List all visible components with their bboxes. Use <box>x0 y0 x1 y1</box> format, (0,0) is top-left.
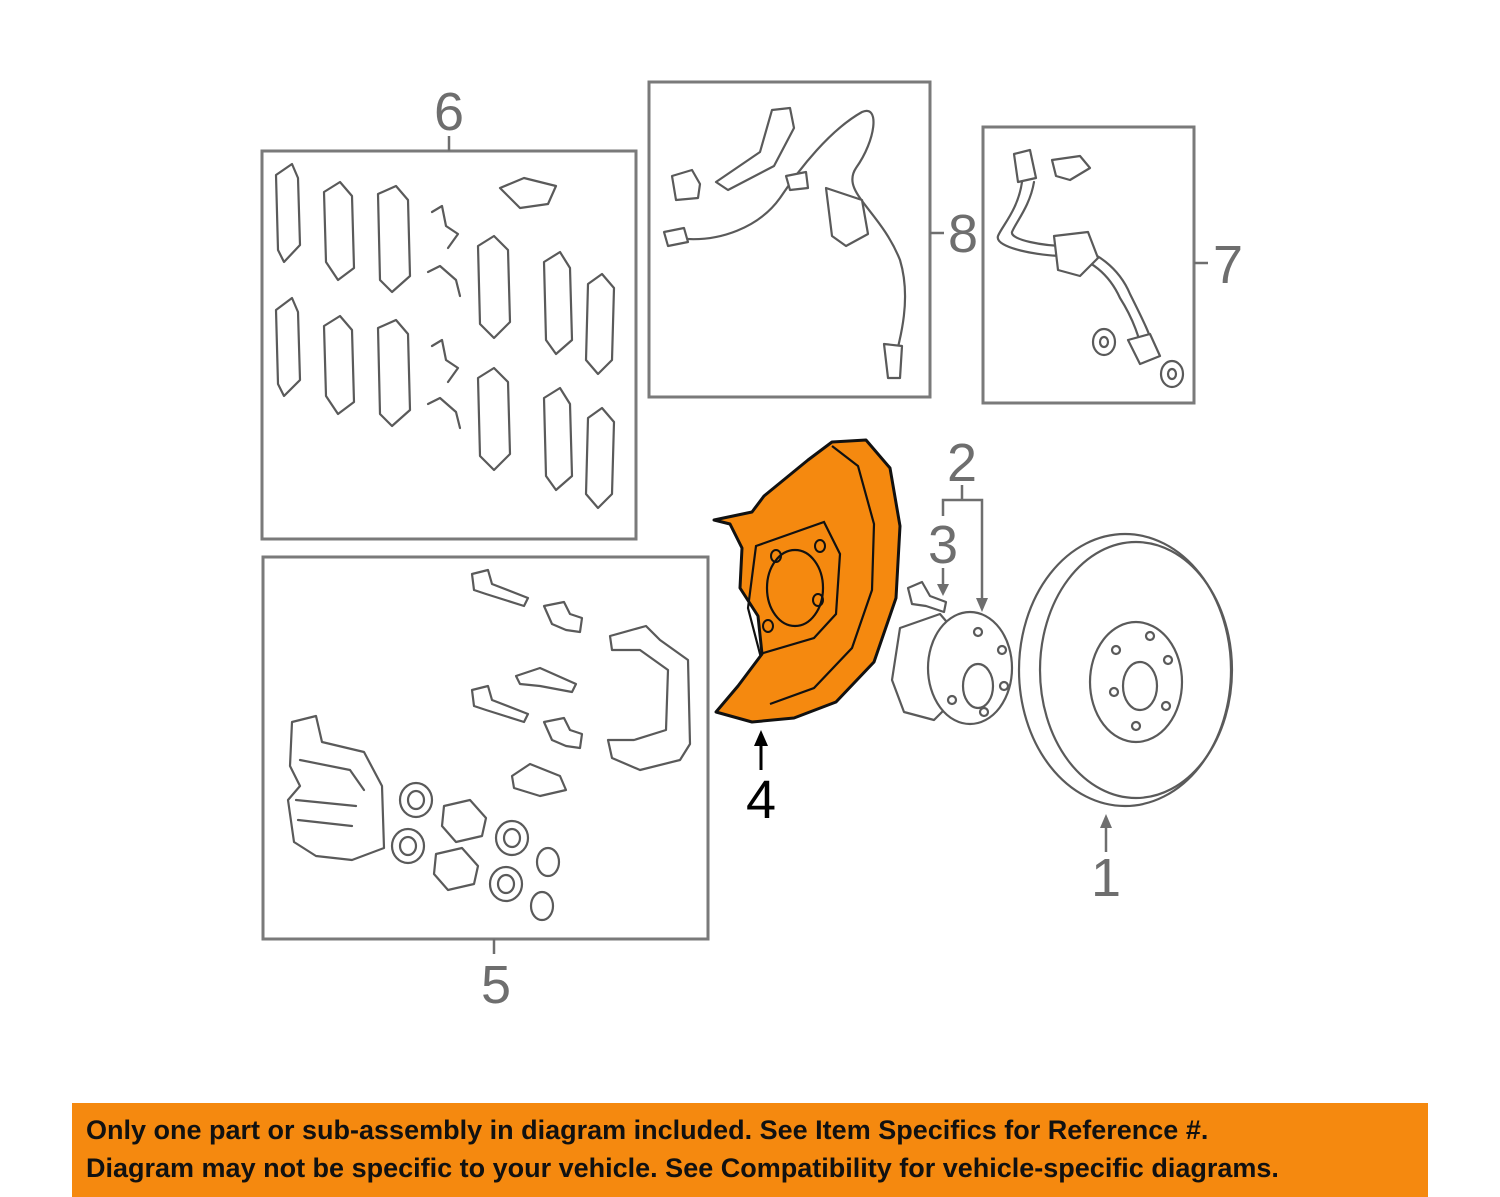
rotor-hat <box>1088 620 1184 744</box>
rotor-center <box>1121 660 1159 712</box>
shim-4 <box>584 272 616 376</box>
hub-stud-5 <box>946 694 958 706</box>
pad-4 <box>476 366 512 472</box>
rotor-hole-3 <box>1160 700 1172 712</box>
caliper-clip-1 <box>514 666 578 694</box>
part-3-arrow <box>937 584 949 596</box>
wire-plug <box>662 226 690 248</box>
group-5-frame <box>261 555 710 941</box>
sensor-bracket <box>714 106 796 192</box>
rotor-hole-1 <box>1144 630 1156 642</box>
shim-3 <box>542 250 574 356</box>
sensor-tip <box>882 342 904 380</box>
dust-shield-bolt-hole-4 <box>812 593 824 607</box>
seal-4-inner <box>496 873 516 895</box>
caliper-bracket <box>606 624 692 772</box>
pad-2 <box>476 234 512 340</box>
wear-tag <box>498 176 558 210</box>
shim-6 <box>322 314 356 416</box>
callout-2: 2 <box>947 433 977 493</box>
hub-stud-1 <box>972 626 984 638</box>
shim-2 <box>322 180 356 282</box>
callout-5: 5 <box>481 955 511 1015</box>
part-2-hub-bearing[interactable] <box>890 485 1014 726</box>
hub-center <box>961 662 995 710</box>
pad-1 <box>376 184 412 294</box>
washer-2-hole <box>1166 367 1178 381</box>
shim-1 <box>274 162 302 264</box>
dust-shield-hub-hole <box>765 548 825 628</box>
shim-5 <box>274 296 302 398</box>
seal-3-inner <box>502 827 522 849</box>
hub-stud-3 <box>998 680 1010 692</box>
hose-bracket <box>1050 154 1092 182</box>
clip-2 <box>426 264 462 298</box>
disclaimer-line-2: Diagram may not be specific to your vehi… <box>86 1153 1279 1183</box>
boot-1 <box>542 600 584 634</box>
callout-4: 4 <box>746 770 776 830</box>
seal-2-inner <box>398 835 418 857</box>
rotor-face <box>1038 540 1234 800</box>
rotor-hole-6 <box>1110 644 1122 656</box>
group-6-brake-pads[interactable] <box>260 136 638 541</box>
clip-1 <box>430 204 460 250</box>
callout-7: 7 <box>1213 235 1243 295</box>
part-4-dust-shield[interactable] <box>712 438 902 770</box>
washer-1-hole <box>1098 335 1110 349</box>
hose-fitting-top <box>1012 148 1038 184</box>
group-5-caliper[interactable] <box>261 555 710 954</box>
sensor-wire <box>674 109 907 372</box>
part-1-arrow <box>1100 814 1112 828</box>
hub-stud-4 <box>978 706 990 718</box>
o-ring-2 <box>529 890 555 922</box>
seal-1-inner <box>406 789 426 811</box>
part-1-rotor[interactable] <box>1017 532 1234 852</box>
dust-shield-flange <box>769 445 876 706</box>
connector <box>670 168 702 202</box>
banjo-bolt <box>1126 332 1162 366</box>
group-6-frame <box>260 149 638 541</box>
dust-shield-bolt-hole-2 <box>814 539 826 553</box>
rotor-hole-2 <box>1162 654 1174 666</box>
dust-shield-bolt-hole-1 <box>770 549 782 563</box>
hub-stud-2 <box>996 644 1008 656</box>
group-7-frame <box>981 125 1196 405</box>
o-ring-1 <box>535 846 561 878</box>
callout-3: 3 <box>928 515 958 575</box>
disclaimer-line-1: Only one part or sub-assembly in diagram… <box>86 1115 1209 1145</box>
sensor-head <box>824 186 870 248</box>
rotor-hole-4 <box>1130 720 1142 732</box>
part-3-hub-bolt[interactable] <box>906 568 949 614</box>
grommet <box>784 170 810 192</box>
callout-6: 6 <box>434 82 464 142</box>
dust-shield-bolt-hole-3 <box>762 619 774 633</box>
shim-7 <box>542 386 574 492</box>
piston-1 <box>440 798 488 844</box>
group-8-speed-sensor[interactable] <box>647 80 944 399</box>
caliper-body <box>286 714 386 862</box>
guide-pin-2 <box>470 684 530 724</box>
piston-2 <box>432 846 480 892</box>
boot-2 <box>542 716 584 750</box>
callout-8: 8 <box>948 204 978 264</box>
dust-shield-mount <box>746 520 842 656</box>
callout-1: 1 <box>1091 848 1121 908</box>
guide-pin-1 <box>470 568 530 608</box>
part-2-arrow <box>976 598 988 612</box>
group-7-brake-hose[interactable] <box>981 125 1208 405</box>
caliper-detail <box>294 758 366 828</box>
hose-clamp <box>1052 230 1100 278</box>
hub-bolt <box>906 580 948 614</box>
disclaimer-banner: Only one part or sub-assembly in diagram… <box>72 1103 1428 1197</box>
caliper-clip-2 <box>510 762 568 798</box>
clip-3 <box>430 338 460 384</box>
shim-8 <box>584 406 616 510</box>
group-8-frame <box>647 80 932 399</box>
clip-4 <box>426 396 462 430</box>
pad-3 <box>376 318 412 428</box>
part-4-arrow <box>754 730 768 746</box>
rotor-hole-5 <box>1108 686 1120 698</box>
